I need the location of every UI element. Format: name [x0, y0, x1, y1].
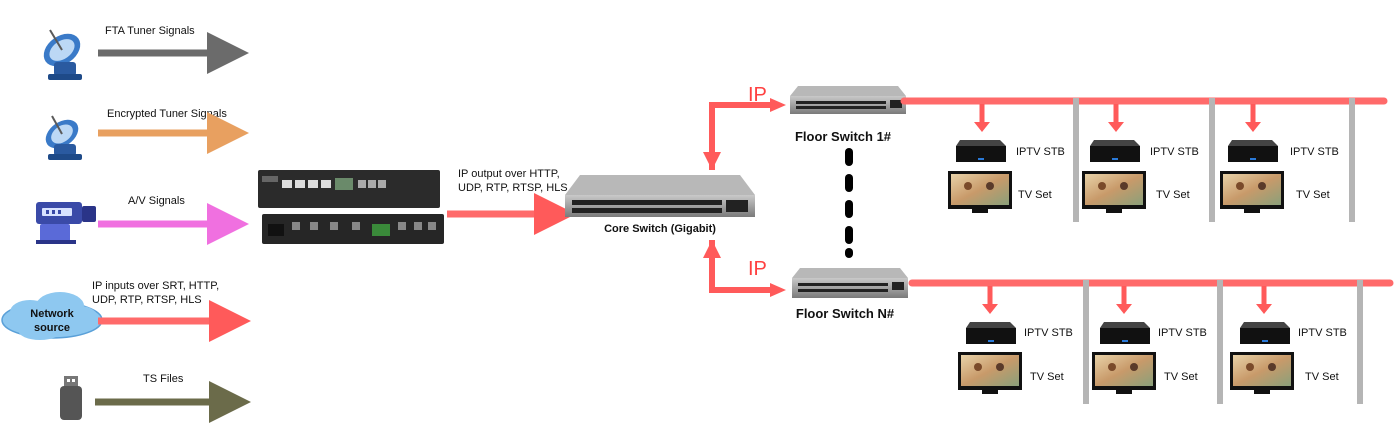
- ip-label-top: IP: [748, 84, 767, 106]
- up-link-arrowhead: [703, 152, 721, 170]
- iptv-stb-label: IPTV STB: [1016, 146, 1065, 158]
- floor-switch-1: [790, 86, 906, 114]
- iptv-stb-icon: [1240, 322, 1290, 344]
- core-to-floorN-link: [709, 240, 778, 293]
- ip-label-bottom: IP: [748, 258, 767, 280]
- ellipsis-dots: [845, 148, 853, 258]
- iptv-stb-icon: [956, 140, 1006, 162]
- iptv-stb-label: IPTV STB: [1290, 146, 1339, 158]
- ip-inputs-label-line2: UDP, RTP, RTSP, HLS: [92, 294, 202, 306]
- tv-set-label: TV Set: [1156, 189, 1190, 201]
- encrypted-tuner-label: Encrypted Tuner Signals: [107, 108, 227, 120]
- floor-n-unit-1: [958, 286, 1022, 394]
- floor1-arrowhead: [770, 98, 786, 112]
- tv-set-icon: [1092, 352, 1156, 394]
- down-link-arrowhead: [703, 240, 721, 258]
- headend-encoder-device: [258, 170, 444, 244]
- iptv-stb-label: IPTV STB: [1158, 327, 1207, 339]
- floor-switch-1-label: Floor Switch 1#: [795, 129, 892, 144]
- tv-set-icon: [948, 171, 1012, 213]
- cloud-label-line1: Network: [30, 308, 74, 320]
- floor-n-unit-3: [1230, 286, 1294, 394]
- floor-switch-n: [792, 268, 908, 298]
- iptv-stb-label: IPTV STB: [1024, 327, 1073, 339]
- iptv-stb-icon: [1090, 140, 1140, 162]
- tv-set-icon: [1082, 171, 1146, 213]
- floor-1-unit-3: [1220, 104, 1284, 213]
- tv-set-label: TV Set: [1305, 371, 1339, 383]
- tv-set-label: TV Set: [1018, 189, 1052, 201]
- floor-n-poles: [1083, 280, 1363, 404]
- network-cloud-icon: [1, 292, 103, 340]
- floorN-arrowhead: [770, 283, 786, 297]
- tv-set-icon: [1220, 171, 1284, 213]
- tv-set-label: TV Set: [1030, 371, 1064, 383]
- satellite-dish-icon: [43, 29, 82, 80]
- floor-1-unit-1: [948, 104, 1012, 213]
- output-label-line1: IP output over HTTP,: [458, 168, 560, 180]
- iptv-stb-icon: [966, 322, 1016, 344]
- tv-set-label: TV Set: [1296, 189, 1330, 201]
- tv-set-label: TV Set: [1164, 371, 1198, 383]
- core-to-floor1-link: [709, 102, 778, 170]
- iptv-stb-icon: [1228, 140, 1278, 162]
- core-switch-label: Core Switch (Gigabit): [604, 223, 716, 235]
- tv-set-icon: [1230, 352, 1294, 394]
- floor-switch-n-label: Floor Switch N#: [796, 306, 895, 321]
- av-signals-label: A/V Signals: [128, 195, 185, 207]
- usb-drive-icon: [60, 376, 82, 420]
- iptv-stb-icon: [1100, 322, 1150, 344]
- floor-1-unit-2: [1082, 104, 1146, 213]
- iptv-stb-label: IPTV STB: [1298, 327, 1347, 339]
- ts-files-label: TS Files: [143, 373, 184, 385]
- satellite-dish-icon: [45, 115, 82, 160]
- output-label-line2: UDP, RTP, RTSP, HLS: [458, 182, 568, 194]
- floor-n-unit-2: [1092, 286, 1156, 394]
- av-camera-icon: [36, 202, 96, 244]
- cloud-label-line2: source: [34, 322, 70, 334]
- fta-tuner-label: FTA Tuner Signals: [105, 25, 195, 37]
- floor-1-poles: [1073, 98, 1355, 222]
- iptv-stb-label: IPTV STB: [1150, 146, 1199, 158]
- tv-set-icon: [958, 352, 1022, 394]
- core-switch: [565, 175, 755, 217]
- ip-inputs-label-line1: IP inputs over SRT, HTTP,: [92, 280, 219, 292]
